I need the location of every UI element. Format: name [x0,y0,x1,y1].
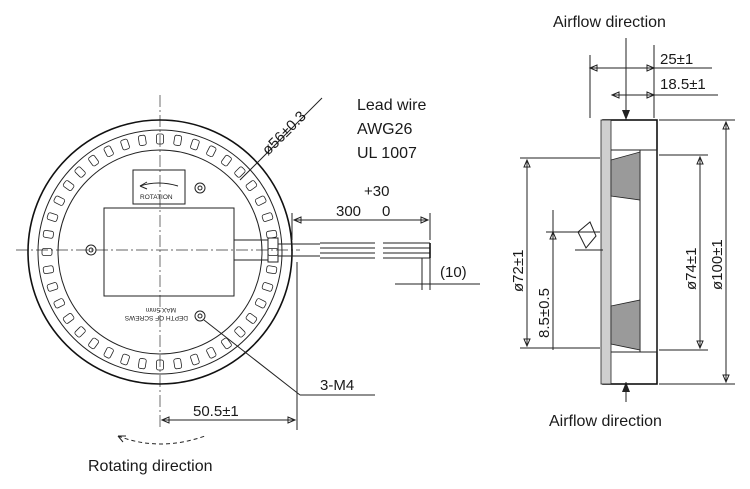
blade-slots [41,133,279,371]
blade-slot [266,229,278,239]
blade-slot [88,154,99,167]
airflow-direction-top: Airflow direction [553,14,666,31]
blade-slot [245,313,258,324]
wire-length-value: 300 [336,203,361,220]
rotation-arrow [139,182,179,187]
blade-slot [261,282,274,292]
diameter-100-label: ø100±1 [709,239,726,290]
motor-body [103,207,235,297]
rotation-tag [132,169,186,205]
dimension-18-5-label: 18.5±1 [660,76,706,93]
blade-slot [156,359,164,371]
blade-slot [103,346,114,359]
screw-depth-line1: DEPTH OF SCREWS [124,314,188,321]
blade-slot [74,326,86,338]
diameter-72-label: ø72±1 [510,250,527,292]
diameter-74-label: ø74±1 [683,248,700,290]
rotation-arrowhead [139,181,148,190]
wire-length-tolerance-minus: 0 [382,203,390,220]
blade-slot [254,195,267,206]
blade-section-top [610,151,641,201]
wire-gauge-label: AWG26 [357,121,413,138]
blade-slot [206,346,217,359]
diameter-56-label: ø56±0.3 [259,108,310,159]
motor-hub-side [639,149,658,353]
blade-slot [62,313,75,324]
blade-slot [88,337,99,350]
blade-slot [46,282,59,292]
blade-slot [42,265,54,275]
side-flange [600,119,612,385]
blade-slot [156,133,164,145]
side-view: Airflow direction Airflow direction 25±1… [510,14,735,430]
outer-housing-circle [27,119,293,385]
m4-leader [203,319,301,396]
blade-slot [245,180,258,191]
dimension-8-5-label: 8.5±0.5 [536,288,553,338]
lead-wire-label: Lead wire [357,97,426,114]
blade-slot [190,138,200,151]
screw-hole-bottom [194,310,206,322]
blade-slot [53,195,66,206]
blade-slot [53,298,66,309]
blade-slot [267,248,279,256]
screw-hole-left [85,244,97,256]
blade-slot [234,326,246,338]
diameter-56-leader [239,97,323,181]
blade-slot [190,353,200,366]
blade-slot [221,154,232,167]
blade-slot [103,145,114,158]
blade-slot [120,353,130,366]
rotation-tag-text: ROTATION [140,194,173,201]
blade-slot [42,229,54,239]
blade-slot [254,298,267,309]
blade-slot [266,265,278,275]
blade-slot [120,138,130,151]
blade-slot [221,337,232,350]
blade-slot [234,166,246,178]
rotating-direction-label: Rotating direction [88,458,213,475]
rotating-direction-arrow [117,435,206,445]
m4-label: 3-M4 [320,377,354,394]
blade-slot [261,212,274,222]
impeller-circle [57,149,263,355]
blade-slot [137,358,147,370]
inner-housing-circle [37,129,283,375]
front-view: ROTATION DEPTH OF SCREWS MAX.5mm [16,95,480,475]
blade-slot [173,134,183,146]
wire-length-tolerance-plus: +30 [364,183,389,200]
lead-wires [320,242,431,259]
dimension-50-5-label: 50.5±1 [193,403,239,420]
blade-slot [206,145,217,158]
cable-clamp [267,237,279,263]
screw-hole-top [194,182,206,194]
blade-slot [46,212,59,222]
wire-standard-label: UL 1007 [357,145,417,162]
screw-depth-line2: MAX.5mm [146,306,176,313]
airflow-direction-bottom: Airflow direction [549,413,662,430]
dimension-25-label: 25±1 [660,51,693,68]
cable-exit-side [577,221,597,249]
blade-slot [173,358,183,370]
blade-slot [41,248,53,256]
strip-length-value: (10) [440,264,467,281]
blade-slot [62,180,75,191]
blade-section-bottom [610,299,641,351]
blade-slot [137,134,147,146]
blade-slot [74,166,86,178]
